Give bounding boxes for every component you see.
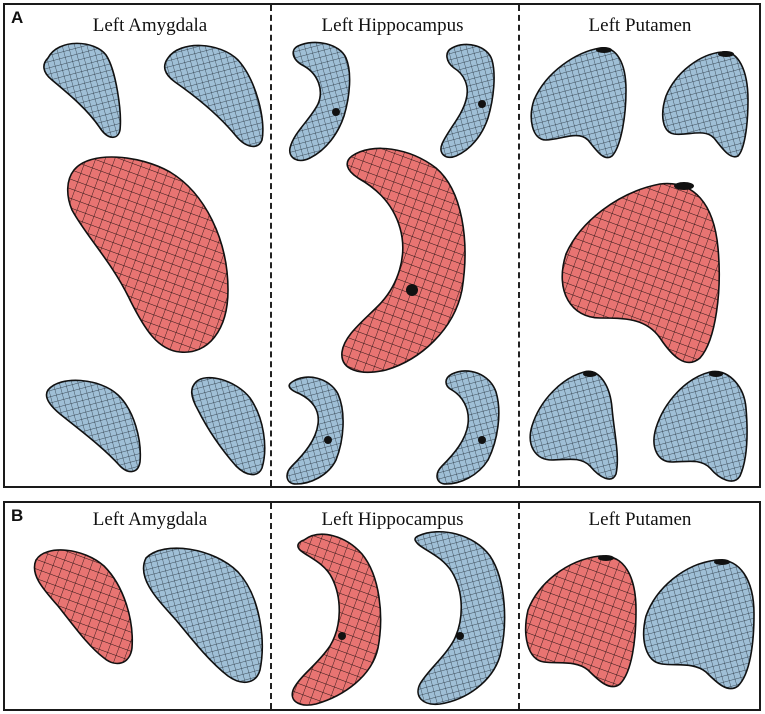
putamen-b-subject-pole bbox=[714, 559, 730, 565]
hippocampus-b-template-mesh bbox=[291, 533, 382, 706]
panel-b-divider-2 bbox=[518, 503, 520, 709]
hippocampus-a-top-right-pole bbox=[478, 100, 486, 108]
putamen-a-bottom-right-mesh bbox=[653, 370, 748, 482]
putamen-a-bottom-left-pole bbox=[583, 371, 597, 377]
panel-b-title-hippocampus: Left Hippocampus bbox=[321, 509, 464, 530]
amygdala-a-bottom-left-mesh bbox=[45, 379, 142, 473]
hippocampus-a-pole bbox=[406, 284, 418, 296]
putamen-a-top-left-mesh bbox=[530, 47, 627, 159]
putamen-a-bottom-left-mesh bbox=[529, 370, 619, 480]
putamen-a-bottom-right-pole bbox=[709, 371, 723, 377]
hippocampus-b-subject-mesh bbox=[414, 530, 506, 706]
panel-a-title-amygdala: Left Amygdala bbox=[92, 15, 208, 36]
putamen-a-top-left-pole bbox=[596, 47, 612, 53]
hippocampus-a-bottom-right-mesh bbox=[436, 370, 500, 485]
hippocampus-a-top-left-pole bbox=[332, 108, 340, 116]
putamen-b-template-mesh bbox=[524, 555, 637, 688]
hippocampus-b-template-pole bbox=[338, 632, 346, 640]
putamen-b-subject-mesh bbox=[642, 559, 755, 690]
amygdala-b-template-mesh bbox=[33, 549, 134, 665]
panel-b-divider-1 bbox=[270, 503, 272, 709]
putamen-a-template-pole bbox=[674, 182, 694, 190]
hippocampus-a-bottom-left-pole bbox=[324, 436, 332, 444]
panel-a-divider-1 bbox=[270, 5, 272, 486]
amygdala-a-top-left-mesh bbox=[43, 42, 122, 139]
amygdala-a-template-mesh bbox=[66, 156, 229, 353]
putamen-a-top-right-pole bbox=[718, 51, 734, 57]
amygdala-a-bottom-right-mesh bbox=[190, 376, 266, 476]
panel-a-title-hippocampus: Left Hippocampus bbox=[321, 15, 464, 36]
panel-b: B Left Amygdala Left Hippocampus Left Pu… bbox=[3, 501, 761, 711]
hippocampus-a-bottom-right-pole bbox=[478, 436, 486, 444]
putamen-b-template-pole bbox=[598, 555, 614, 561]
hippocampus-b-subject-pole bbox=[456, 632, 464, 640]
mesh-pole-marks bbox=[324, 47, 734, 640]
hippocampus-a-top-left-mesh bbox=[288, 41, 351, 162]
amygdala-a-top-right-mesh bbox=[163, 44, 264, 148]
putamen-a-template-mesh bbox=[561, 182, 720, 364]
panel-a-letter: A bbox=[11, 8, 24, 27]
panel-b-letter: B bbox=[11, 506, 24, 525]
hippocampus-a-top-right-mesh bbox=[440, 43, 495, 159]
panel-b-title-putamen: Left Putamen bbox=[588, 509, 692, 530]
hippocampus-a-template-mesh bbox=[341, 147, 466, 374]
panel-a-title-putamen: Left Putamen bbox=[588, 15, 692, 36]
hippocampus-a-bottom-left-mesh bbox=[286, 376, 344, 485]
panel-a-divider-2 bbox=[518, 5, 520, 486]
amygdala-b-subject-mesh bbox=[142, 547, 263, 683]
putamen-a-top-right-mesh bbox=[661, 51, 749, 158]
panel-b-title-amygdala: Left Amygdala bbox=[92, 509, 208, 530]
